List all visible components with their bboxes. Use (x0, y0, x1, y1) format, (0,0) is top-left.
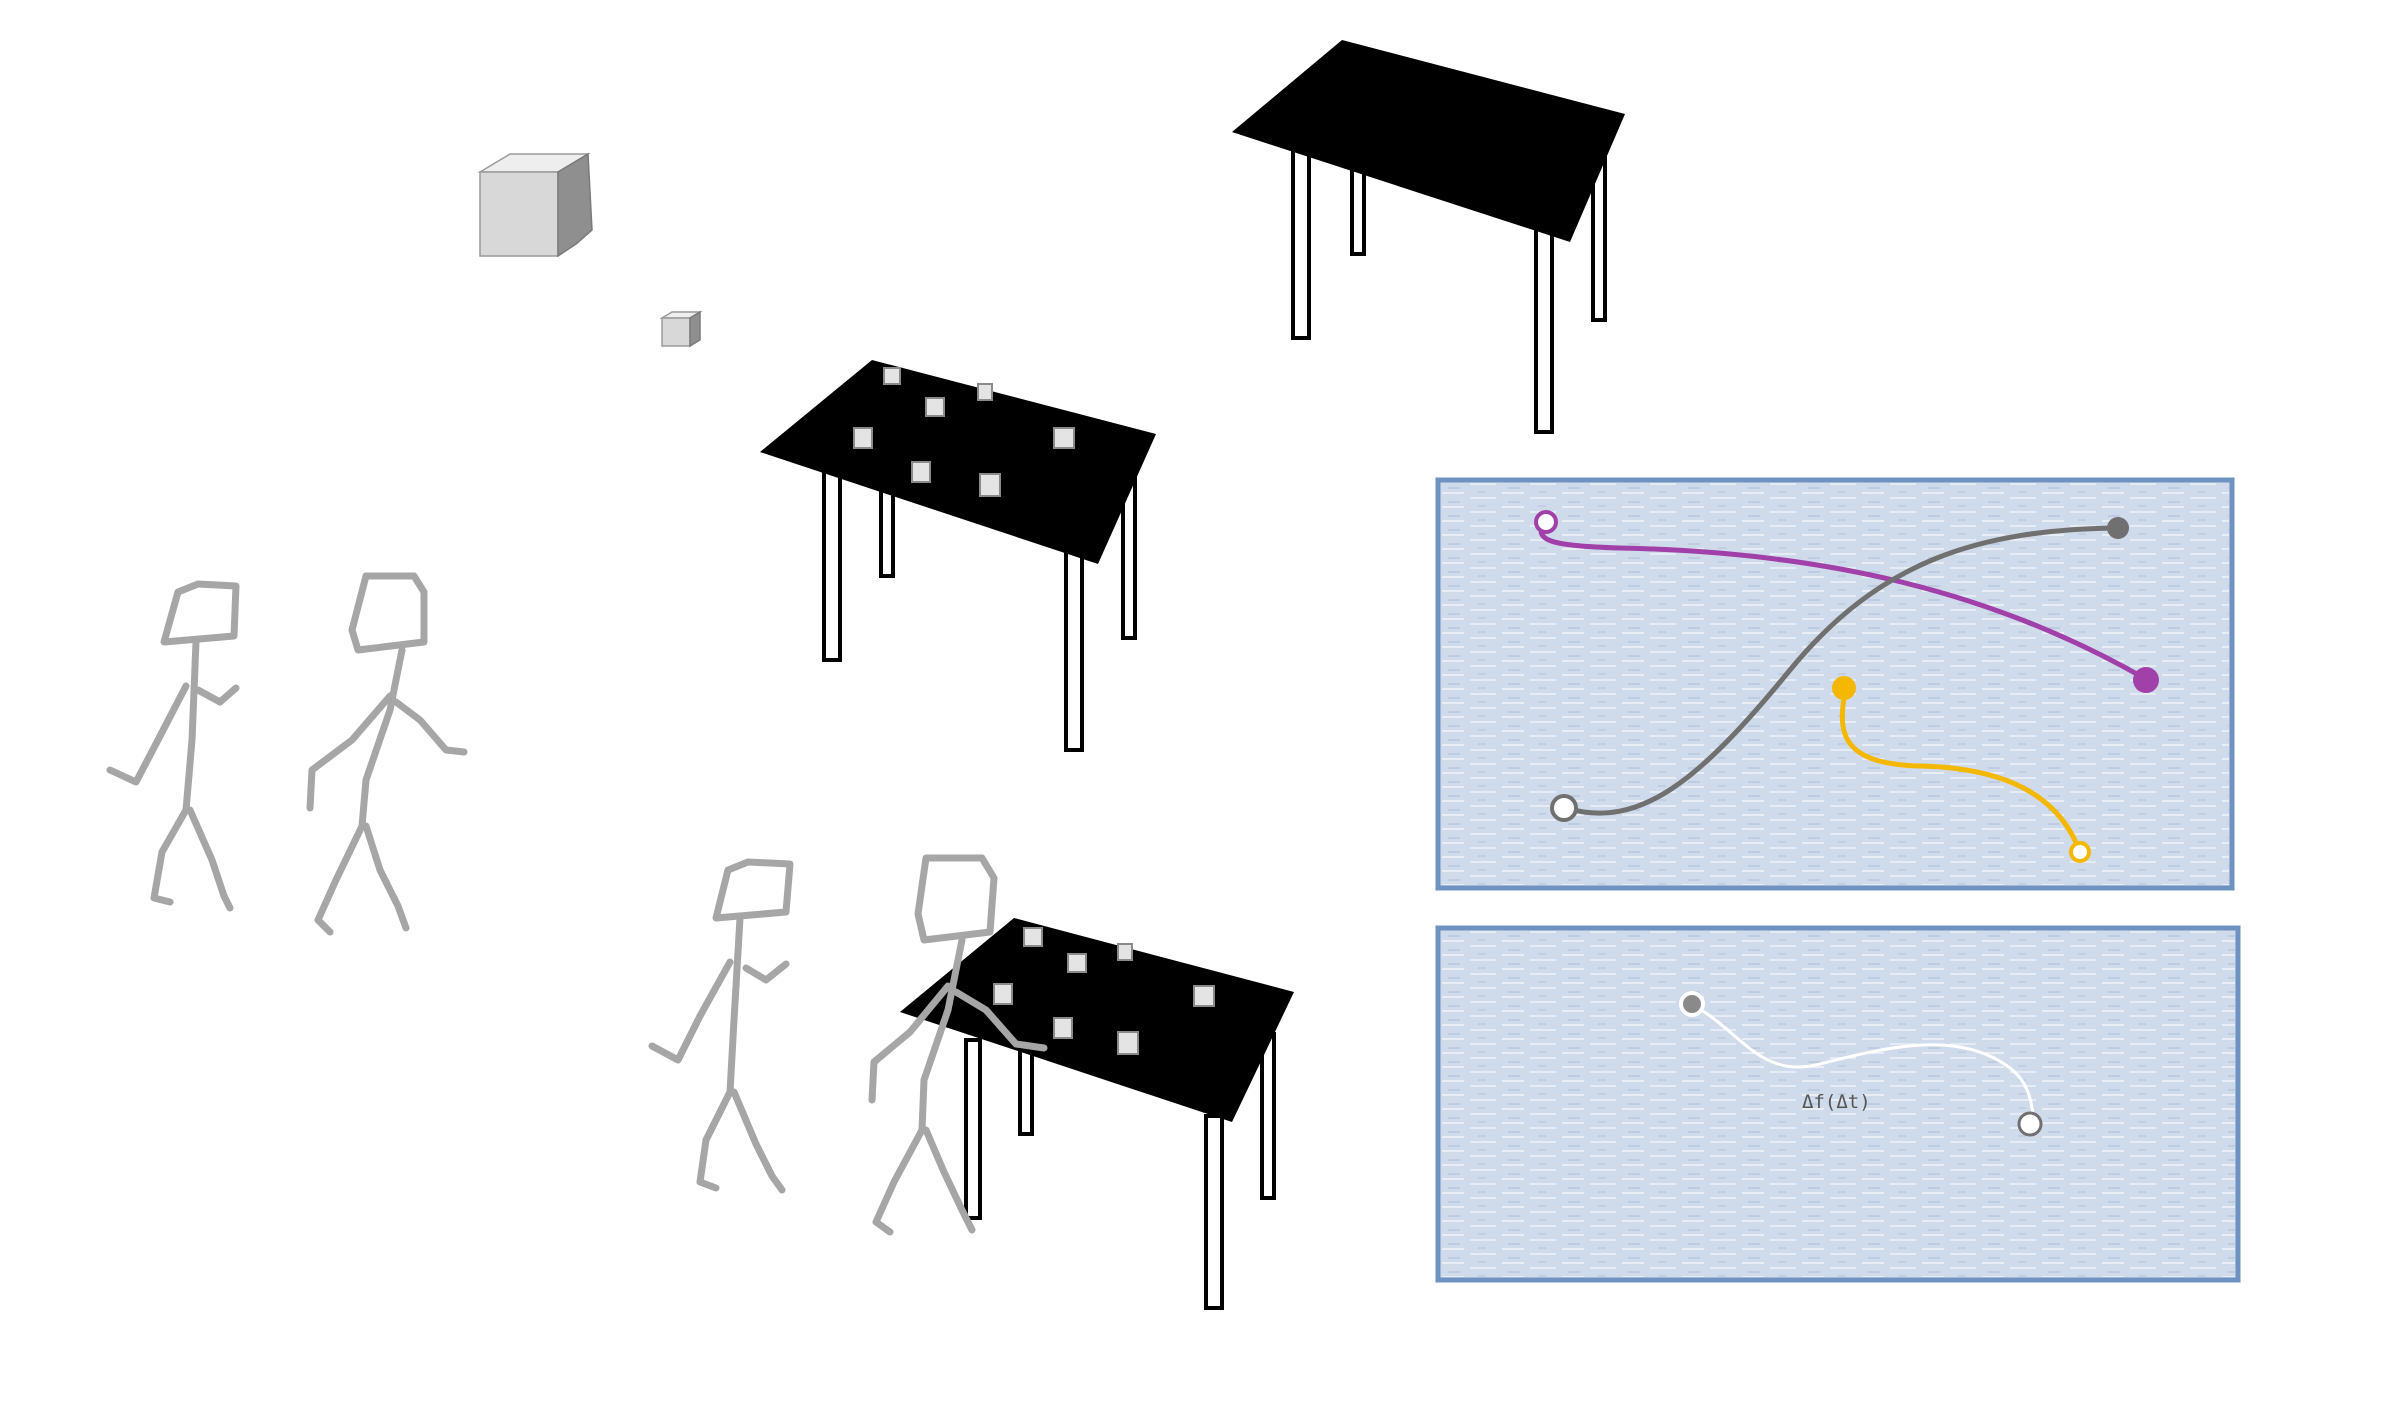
gray-start-marker (1550, 794, 1578, 822)
stick-figure-left-2 (306, 572, 468, 936)
delta-trajectory (1693, 1004, 2036, 1125)
table-with-cubes-and-figures (900, 918, 1294, 1310)
yellow-end-marker (2069, 841, 2091, 863)
delta-end-marker (2017, 1111, 2043, 1137)
yellow-trajectory (1839, 687, 2083, 853)
gray-trajectory (1565, 525, 2117, 816)
table-with-cubes (760, 360, 1156, 752)
delta-label: Δf(Δt) (1802, 1091, 1871, 1113)
stick-figure-bottom-1 (648, 858, 794, 1194)
purple-start-marker (1534, 510, 1558, 534)
trajectory-panel (1435, 477, 2235, 891)
delta-panel: Δf(Δt) (1435, 925, 2241, 1283)
large-cube (477, 152, 593, 258)
delta-start-marker (1679, 991, 1705, 1017)
small-cube (659, 310, 703, 348)
gray-end-marker (2107, 517, 2129, 539)
purple-end-marker (2133, 667, 2159, 693)
yellow-start-marker (1832, 676, 1856, 700)
stick-figure-left-1 (106, 580, 240, 912)
table-cubes (853, 367, 1075, 497)
table-cubes-bottom (993, 927, 1215, 1055)
empty-table (1232, 40, 1625, 434)
purple-trajectory (1538, 520, 2146, 681)
stick-figure-bottom-2 (868, 854, 1048, 1236)
